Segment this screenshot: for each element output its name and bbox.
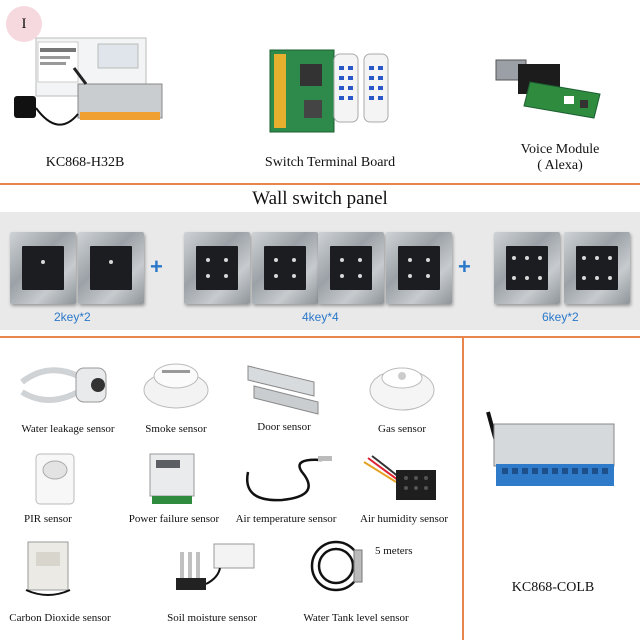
kc868-h32b-label: KC868-H32B bbox=[45, 155, 125, 170]
sensor-label: PIR sensor bbox=[24, 513, 72, 525]
switch-4key bbox=[318, 232, 384, 304]
sensor-label: Air humidity sensor bbox=[360, 513, 448, 525]
divider-top bbox=[0, 183, 640, 185]
voice-module-image bbox=[495, 59, 601, 119]
water-leakage-sensor-image bbox=[20, 367, 107, 403]
switch-4key bbox=[252, 232, 318, 304]
air-temperature-sensor-image bbox=[245, 456, 332, 502]
switch-2key bbox=[10, 232, 76, 304]
air-humidity-sensor-image bbox=[363, 455, 436, 500]
sensor-label: Air temperature sensor bbox=[235, 513, 337, 525]
divider-middle bbox=[0, 336, 640, 338]
switch-2key bbox=[78, 232, 144, 304]
sensor-label: Door sensor bbox=[257, 421, 311, 433]
group-label-2key: 2key*2 bbox=[54, 310, 91, 324]
voice-module-label-line1: Voice Module bbox=[520, 142, 600, 157]
door-sensor-image bbox=[247, 365, 319, 415]
kc868-h32b-image bbox=[14, 37, 163, 126]
kc868-colb-label: KC868-COLB bbox=[511, 580, 595, 595]
sensor-label: Water Tank level sensor bbox=[303, 612, 409, 624]
voice-module-label-line2: ( Alexa) bbox=[537, 158, 583, 173]
cable-length-note: 5 meters bbox=[375, 545, 413, 557]
switch-6key bbox=[494, 232, 560, 304]
smoke-sensor-image bbox=[143, 363, 209, 409]
sensor-label: Carbon Dioxide sensor bbox=[9, 612, 111, 624]
sensor-label: Soil moisture sensor bbox=[167, 612, 257, 624]
wall-switch-panel-title: Wall switch panel bbox=[252, 188, 388, 209]
switch-terminal-board-label: Switch Terminal Board bbox=[264, 155, 396, 170]
switch-4key bbox=[184, 232, 250, 304]
section-badge: I bbox=[6, 6, 42, 42]
switch-4key bbox=[386, 232, 452, 304]
kc868-colb-image bbox=[486, 411, 615, 486]
group-label-6key: 6key*2 bbox=[542, 310, 579, 324]
voice-module-label: Voice Module ( Alexa) bbox=[500, 142, 620, 174]
sensor-label: Gas sensor bbox=[378, 423, 426, 435]
plus-sign: + bbox=[458, 254, 471, 279]
water-tank-level-sensor-image bbox=[310, 540, 363, 592]
power-failure-sensor-image bbox=[149, 453, 195, 504]
divider-vertical bbox=[462, 336, 464, 640]
plus-sign: + bbox=[150, 254, 163, 279]
gas-sensor-image bbox=[369, 367, 435, 411]
carbon-dioxide-sensor-image bbox=[25, 541, 71, 596]
sensor-label: Power failure sensor bbox=[128, 513, 220, 525]
soil-moisture-sensor-image bbox=[176, 543, 255, 590]
group-label-4key: 4key*4 bbox=[302, 310, 339, 324]
pir-sensor-image bbox=[35, 453, 75, 505]
switch-terminal-board-image bbox=[269, 49, 389, 133]
switch-6key bbox=[564, 232, 630, 304]
sensor-label: Water leakage sensor bbox=[21, 423, 115, 435]
sensor-label: Smoke sensor bbox=[145, 423, 207, 435]
